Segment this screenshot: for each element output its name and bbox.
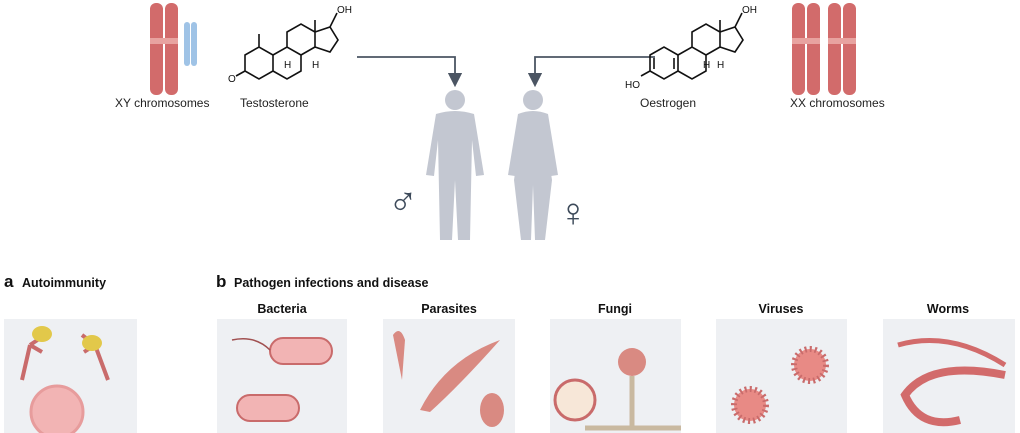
xx-chromosomes-icon (792, 3, 856, 95)
svg-text:HO: HO (625, 80, 640, 91)
fungi-panel: Fungi (550, 302, 681, 433)
red-blood-cell-icon (29, 384, 85, 433)
svg-text:Fungi: Fungi (598, 302, 632, 316)
antigen-icon (32, 326, 52, 342)
xx-chromosomes-label: XX chromosomes (790, 96, 885, 110)
panel-b-title: Pathogen infections and disease (234, 276, 429, 290)
parasites-panel: Parasites (383, 302, 515, 433)
bacteria-panel: Bacteria (217, 302, 347, 433)
svg-text:OH: OH (742, 5, 757, 16)
svg-text:H: H (284, 60, 291, 71)
male-symbol: ♂ (388, 180, 418, 224)
worms-panel: Worms (883, 302, 1015, 433)
testosterone-arrow (357, 56, 463, 88)
panel-b-letter: b (216, 272, 226, 291)
oestrogen-arrow (527, 56, 655, 88)
panel-a-title: Autoimmunity (22, 276, 106, 290)
xy-chromosomes-icon (150, 3, 197, 95)
svg-text:Parasites: Parasites (421, 302, 477, 316)
svg-text:H: H (717, 60, 724, 71)
testosterone-structure-icon: O OH H H (228, 5, 352, 85)
antigen-icon (82, 335, 102, 351)
viruses-panel: Viruses (716, 302, 847, 433)
xy-chromosomes-label: XY chromosomes (115, 96, 209, 110)
svg-text:Worms: Worms (927, 302, 969, 316)
svg-text:O: O (228, 74, 236, 85)
svg-text:Bacteria: Bacteria (257, 302, 307, 316)
female-silhouette-icon (508, 90, 558, 240)
female-symbol: ♀ (558, 191, 588, 235)
svg-text:Viruses: Viruses (759, 302, 804, 316)
svg-text:OH: OH (337, 5, 352, 16)
bacterium-icon (236, 394, 300, 422)
panel-a-letter: a (4, 272, 14, 291)
testosterone-label: Testosterone (240, 96, 309, 110)
bacterium-icon (269, 337, 333, 365)
male-silhouette-icon (426, 90, 484, 240)
oestrogen-label: Oestrogen (640, 96, 696, 110)
svg-text:H: H (703, 60, 710, 71)
oestrogen-structure-icon: HO OH H H (625, 5, 757, 91)
svg-text:H: H (312, 60, 319, 71)
